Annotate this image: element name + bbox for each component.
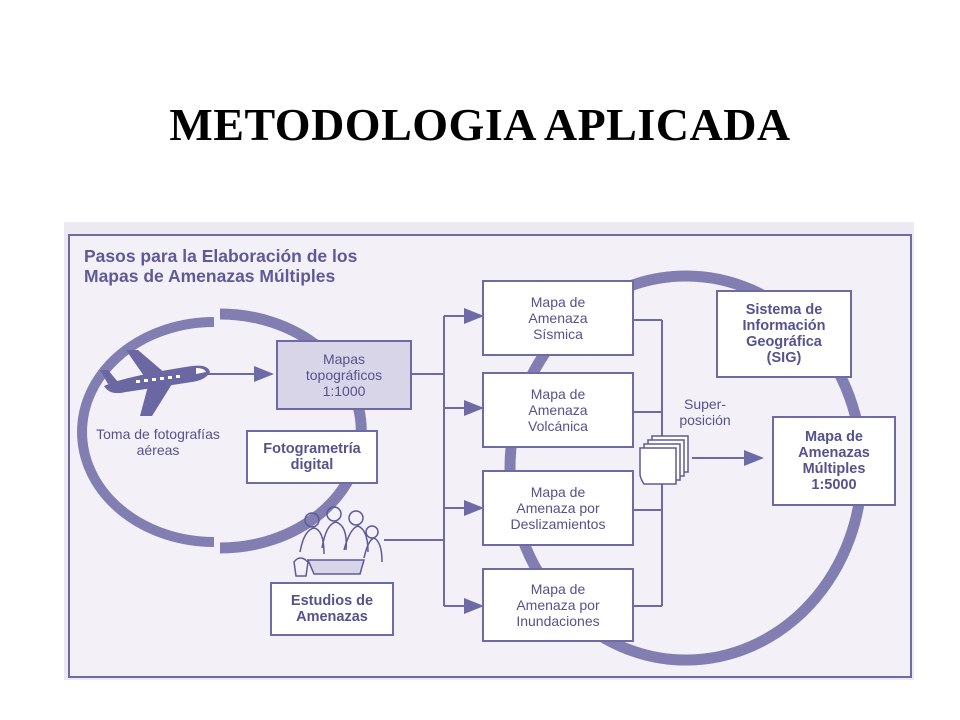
airplane-icon	[100, 350, 210, 416]
gis-box: Sistema de Información Geográfica (SIG)	[716, 290, 852, 378]
volcanic-hazard-map-box: Mapa de Amenaza Volcánica	[482, 372, 634, 448]
diagram-title-line-1: Pasos para la Elaboración de los	[84, 246, 358, 266]
seismic-hazard-map-box: Mapa de Amenaza Sísmica	[482, 280, 634, 356]
topographic-maps-box: Mapas topográficos 1:1000	[276, 340, 412, 410]
hazard-studies-box: Estudios de Amenazas	[270, 582, 394, 636]
slide-title: METODOLOGIA APLICADA	[169, 99, 791, 150]
left-cycle-arc-inner	[77, 317, 215, 547]
diagram-title: Pasos para la Elaboración de los Mapas d…	[84, 246, 444, 286]
diagram-title-line-2: Mapas de Amenazas Múltiples	[84, 266, 336, 286]
photogrammetry-box: Fotogrametría digital	[246, 430, 378, 484]
multi-hazard-result-box: Mapa de Amenazas Múltiples 1:5000	[772, 416, 896, 506]
stacked-documents-icon	[639, 435, 689, 485]
flood-hazard-map-box: Mapa de Amenaza por Inundaciones	[482, 568, 634, 642]
methodology-diagram: Pasos para la Elaboración de los Mapas d…	[64, 222, 914, 680]
team-of-people-icon	[293, 506, 383, 577]
landslide-hazard-map-box: Mapa de Amenaza por Deslizamientos	[482, 470, 634, 546]
overlay-label: Super- posición	[679, 396, 731, 428]
aerial-photography-label: Toma de fotografías aéreas	[96, 426, 220, 458]
